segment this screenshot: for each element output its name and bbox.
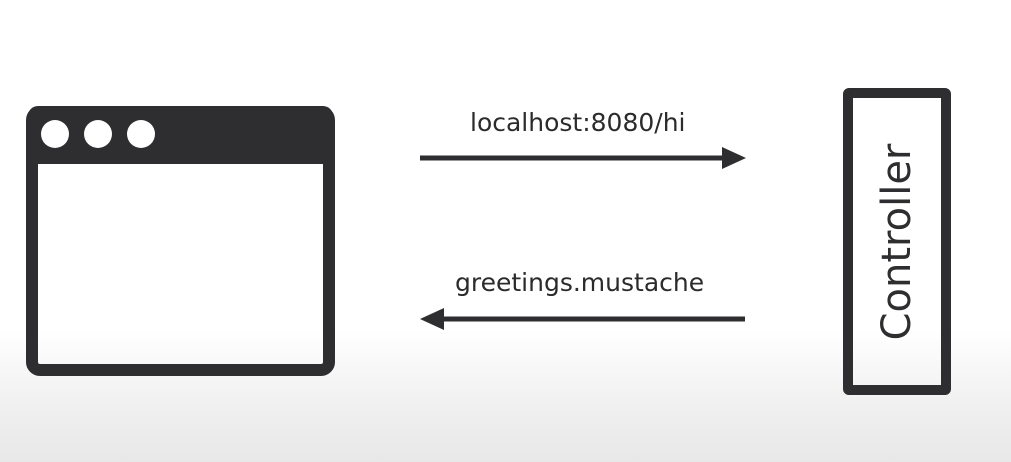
window-dot-3-icon	[127, 120, 155, 148]
request-arrowhead-icon	[722, 147, 746, 169]
browser-title-bar	[28, 106, 333, 164]
controller-box: Controller	[843, 88, 951, 395]
response-arrowhead-icon	[420, 308, 444, 330]
response-arrow	[420, 308, 745, 330]
window-dot-2-icon	[84, 120, 112, 148]
window-dot-1-icon	[41, 120, 69, 148]
response-label: greetings.mustache	[455, 268, 705, 297]
request-label: localhost:8080/hi	[470, 108, 686, 137]
controller-label: Controller	[874, 143, 920, 340]
request-arrow	[420, 147, 746, 169]
browser-window-icon	[26, 106, 335, 376]
